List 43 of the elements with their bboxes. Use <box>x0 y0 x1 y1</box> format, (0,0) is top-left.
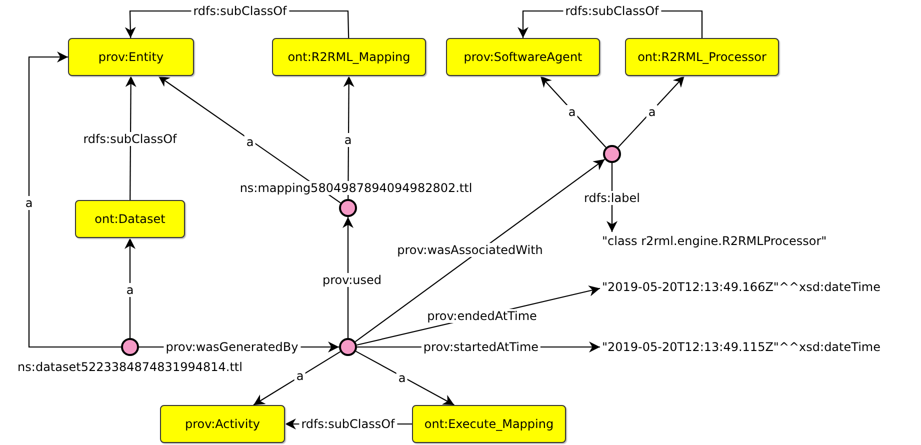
edge-label: rdfs:subClassOf <box>191 4 289 18</box>
arrow <box>253 351 341 406</box>
edge-label: rdfs:subClassOf <box>81 132 179 146</box>
class-box: ont:Execute_Mapping <box>412 405 566 443</box>
arrow <box>540 76 606 148</box>
literal-value: "2019-05-20T12:13:49.115Z"^^xsd:dateTime <box>602 340 880 354</box>
edge-label: prov:used <box>320 273 384 287</box>
literal-value: "2019-05-20T12:13:49.166Z"^^xsd:dateTime <box>602 280 880 294</box>
class-box: prov:Activity <box>160 405 285 443</box>
edge-label: a <box>646 105 658 119</box>
arrow <box>354 158 606 342</box>
literal-value: "class r2rml.engine.R2RMLProcessor" <box>602 234 827 248</box>
arrow <box>618 76 685 148</box>
edge-label: prov:startedAtTime <box>421 340 541 354</box>
class-box: ont:R2RML_Mapping <box>272 38 426 76</box>
edge-label: a <box>124 283 136 297</box>
resource-name: ns:dataset5223384874831994814.ttl <box>16 360 244 374</box>
arrow <box>125 76 136 200</box>
edge-label: rdfs:subClassOf <box>299 417 397 431</box>
arrow <box>342 217 354 338</box>
edge-label: rdfs:subClassOf <box>563 4 661 18</box>
edge-label: a <box>566 105 578 119</box>
class-box: ont:R2RML_Processor <box>625 38 779 76</box>
resource-node <box>339 199 357 217</box>
arrow <box>124 238 136 338</box>
arrow <box>356 350 454 406</box>
resource-name: ns:mapping5804987894094982802.ttl <box>238 181 474 195</box>
edge-label: prov:wasAssociatedWith <box>395 243 545 257</box>
edge-label: prov:endedAtTime <box>425 309 539 323</box>
edge-label: prov:wasGeneratedBy <box>164 340 300 354</box>
resource-node <box>339 338 357 356</box>
edge-label: rdfs:label <box>582 191 642 205</box>
resource-node <box>603 145 621 163</box>
class-box: prov:SoftwareAgent <box>446 38 600 76</box>
edge-label: a <box>342 133 354 147</box>
resource-node <box>121 338 139 356</box>
arrow <box>158 76 341 204</box>
class-box: ont:Dataset <box>75 200 185 238</box>
edge-label: a <box>244 135 256 149</box>
edge-label: a <box>23 196 35 210</box>
arrow <box>28 52 121 348</box>
edge-label: a <box>396 371 408 385</box>
class-box: prov:Entity <box>68 38 194 76</box>
